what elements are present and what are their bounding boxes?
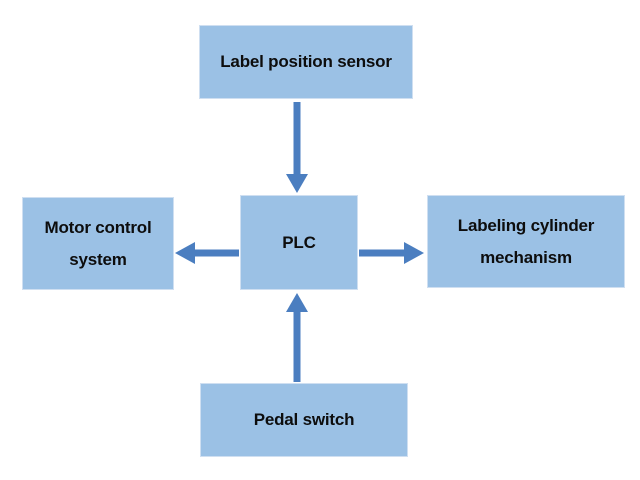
node-label: Labeling cylinder mechanism	[457, 216, 595, 267]
node-label: Pedal switch	[253, 410, 355, 430]
arrow-plc-to-motor	[175, 242, 239, 264]
node-labeling-cylinder-mechanism: Labeling cylinder mechanism	[427, 195, 625, 288]
node-label: Motor control system	[44, 218, 152, 269]
arrow-sensor-to-plc	[286, 102, 308, 193]
node-motor-control-system: Motor control system	[22, 197, 174, 290]
node-label-position-sensor: Label position sensor	[199, 25, 413, 99]
node-label: Label position sensor	[220, 52, 392, 72]
node-label: PLC	[282, 232, 316, 252]
arrow-pedal-to-plc	[286, 293, 308, 382]
node-pedal-switch: Pedal switch	[200, 383, 408, 457]
arrow-plc-to-cylinder	[359, 242, 424, 264]
node-plc: PLC	[240, 195, 358, 290]
